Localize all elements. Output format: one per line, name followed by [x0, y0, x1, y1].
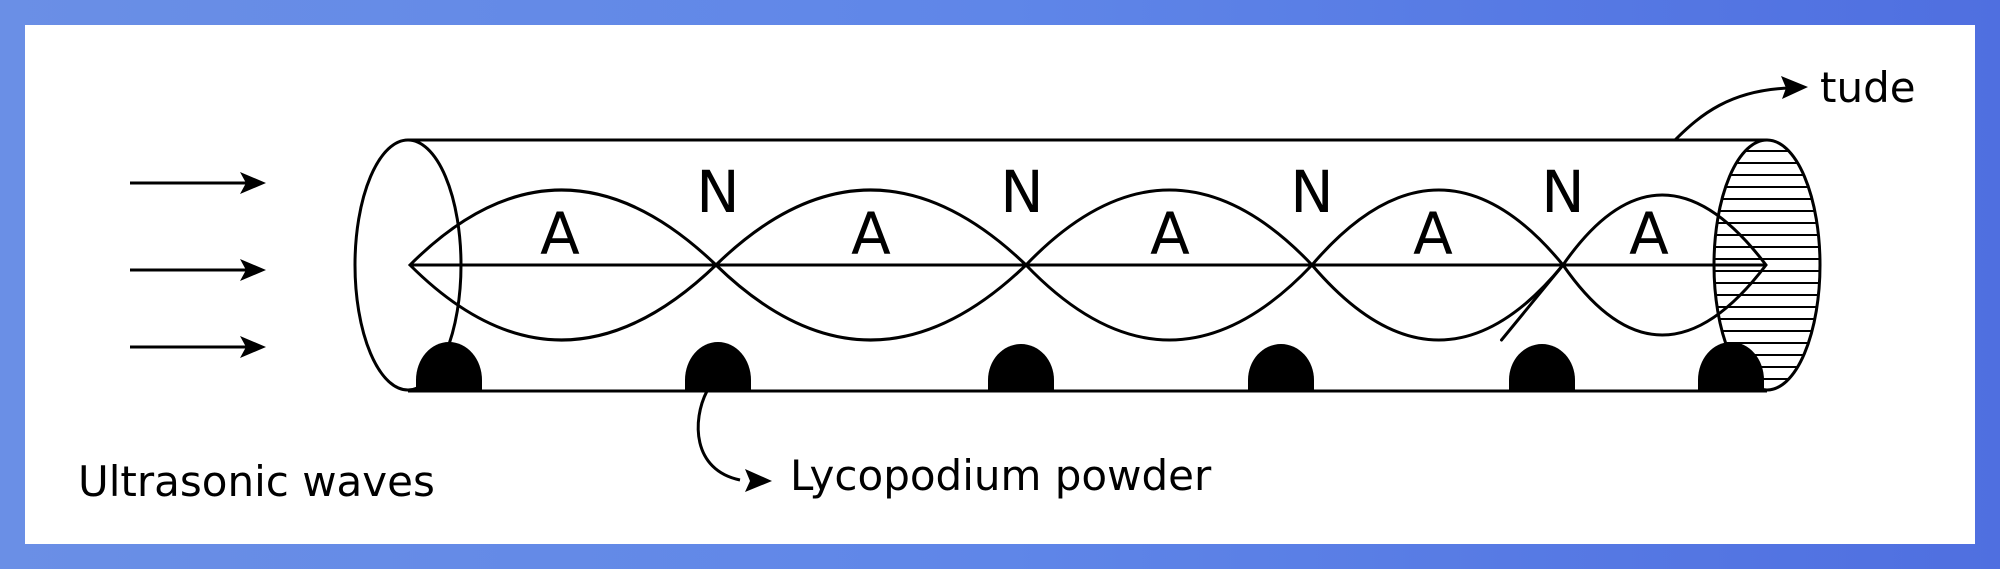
powder-heap-3 — [988, 344, 1054, 391]
antinode-label-4: A — [1413, 200, 1453, 268]
powder-heap-4 — [1248, 344, 1314, 391]
diagram-panel — [25, 25, 1975, 544]
powder-heap-2 — [685, 342, 751, 391]
antinode-label-1: A — [540, 200, 580, 268]
powder-pointer-arrow — [696, 390, 741, 482]
tube-callout — [1673, 76, 1808, 142]
wave-loop-5 — [1561, 193, 1768, 337]
antinode-labels: A A A A A — [540, 200, 1669, 268]
node-label-4: N — [1541, 158, 1584, 226]
powder-label: Lycopodium powder — [790, 451, 1212, 500]
wave-arrow-3-head — [240, 336, 266, 358]
tube-pointer-arrow — [1673, 86, 1791, 142]
wave-arrow-1-head — [240, 172, 266, 194]
standing-wave — [407, 188, 1768, 342]
wave-loop-4-lower — [1310, 264, 1565, 342]
node-label-1: N — [696, 158, 739, 226]
node-labels: N N N N — [696, 158, 1584, 226]
antinode-label-2: A — [851, 200, 891, 268]
powder-heap-5 — [1509, 344, 1575, 391]
ultrasonic-wave-arrows — [130, 172, 266, 358]
powder-callout — [696, 390, 772, 492]
wave-arrow-2-head — [240, 259, 266, 281]
powder-heap-6 — [1698, 342, 1764, 391]
antinode-label-5: A — [1629, 200, 1669, 268]
node-label-3: N — [1290, 158, 1333, 226]
antinode-label-3: A — [1150, 200, 1190, 268]
tube-pointer-arrowhead — [1781, 76, 1808, 99]
lycopodium-powder-heaps — [416, 342, 1764, 391]
tube-label: tude — [1820, 63, 1916, 112]
ultrasonic-waves-label: Ultrasonic waves — [78, 457, 435, 506]
powder-pointer-arrowhead — [745, 469, 772, 492]
powder-heap-1 — [416, 342, 482, 391]
node-label-2: N — [1000, 158, 1043, 226]
